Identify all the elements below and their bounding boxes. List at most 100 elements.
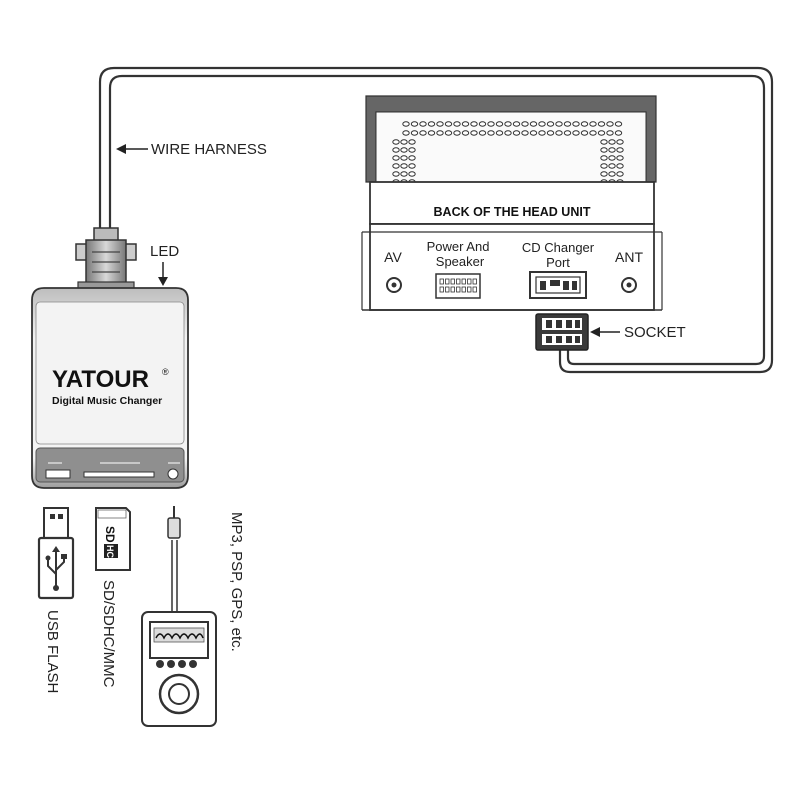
vent-hole (453, 130, 461, 136)
vent-hole (400, 147, 408, 153)
vent-hole (521, 130, 529, 136)
wire-harness-callout: WIRE HARNESS (116, 141, 267, 158)
connector-pin (445, 286, 450, 293)
vent-hole (436, 130, 444, 136)
vent-hole (614, 130, 623, 136)
vent-hole (608, 171, 616, 177)
vent-hole (597, 130, 606, 136)
yatour-device: YATOUR ® Digital Music Changer (31, 287, 189, 489)
sd-card: SD HC (95, 507, 131, 571)
vent-hole (400, 155, 408, 161)
vent-hole (563, 121, 572, 127)
players-label: MP3, PSP, GPS, etc. (228, 512, 245, 652)
led-arrowhead (158, 277, 168, 286)
vent-hole (580, 121, 589, 127)
vent-hole (529, 121, 538, 127)
connector-pin (461, 278, 466, 285)
head-unit: BACK OF THE HEAD UNIT AV Power And Speak… (361, 95, 663, 311)
vent-hole (538, 130, 546, 136)
socket-callout: SOCKET (590, 324, 686, 341)
vent-hole (608, 163, 616, 169)
vent-hole (572, 130, 580, 136)
vent-hole (392, 163, 400, 169)
wire-harness-label: WIRE HARNESS (151, 141, 267, 158)
vent-hole (616, 139, 624, 145)
vent-hole (600, 139, 608, 145)
vent-hole (408, 163, 416, 169)
vent-hole (614, 121, 623, 127)
connector-pin (456, 278, 461, 285)
vent-hole (606, 121, 614, 127)
device-brand: YATOUR (52, 366, 149, 393)
vent-hole (427, 130, 436, 136)
vent-hole (589, 121, 597, 127)
vent-hole (461, 130, 470, 136)
vent-hole (504, 121, 512, 127)
vent-hole (546, 121, 555, 127)
svg-text:SD: SD (103, 526, 117, 543)
vent-hole (606, 130, 614, 136)
vent-hole (580, 130, 589, 136)
vent-hole (616, 163, 624, 169)
vent-hole (512, 130, 521, 136)
vent-hole (410, 121, 419, 127)
vent-hole (410, 130, 419, 136)
vent-hole (444, 130, 453, 136)
vent-hole (600, 163, 608, 169)
led-callout: LED (150, 243, 179, 286)
wire-harness-arrowhead (116, 144, 126, 154)
connector-pin (456, 286, 461, 293)
vent-hole (512, 121, 521, 127)
socket-label: SOCKET (624, 324, 686, 341)
vent-hole (453, 121, 461, 127)
head-unit-title: BACK OF THE HEAD UNIT (434, 205, 591, 219)
vent-hole (444, 121, 453, 127)
vent-hole (563, 130, 572, 136)
vent-hole (546, 130, 555, 136)
aux-jack (167, 468, 179, 480)
vent-hole (589, 130, 597, 136)
vent-hole (427, 121, 436, 127)
vent-hole (478, 121, 487, 127)
power-speaker-label-line1: Power And (427, 239, 490, 254)
vent-hole (400, 139, 408, 145)
connector-pin (467, 286, 472, 293)
cd-changer-label-line1: CD Changer (522, 240, 595, 255)
vent-hole (529, 130, 538, 136)
vent-hole (616, 147, 624, 153)
vent-hole (461, 121, 470, 127)
connector-pin (439, 286, 444, 293)
harness-plug (75, 227, 137, 291)
vent-hole (600, 147, 608, 153)
vent-hole (408, 147, 416, 153)
connector-pin (450, 278, 455, 285)
vent-hole (392, 171, 400, 177)
power-speaker-connector (435, 273, 481, 299)
sd-card-slot (83, 471, 155, 478)
vent-hole (419, 121, 427, 127)
usb-port (45, 469, 71, 479)
vent-hole (402, 130, 410, 136)
sd-logo-icon: SD HC (103, 526, 118, 558)
vent-hole (400, 171, 408, 177)
vent-hole (616, 171, 624, 177)
connector-pin (445, 278, 450, 285)
connector-pin (450, 286, 455, 293)
led-label: LED (150, 243, 179, 260)
vent-hole (408, 171, 416, 177)
connector-pin (439, 278, 444, 285)
vent-hole (608, 139, 616, 145)
vent-hole (495, 130, 504, 136)
device-model: Digital Music Changer (52, 395, 162, 407)
vent-hole (608, 155, 616, 161)
connector-pin (461, 286, 466, 293)
mp3-player (141, 506, 217, 727)
power-speaker-label-line2: Speaker (436, 254, 485, 269)
cd-changer-port (529, 271, 587, 299)
vent-hole (400, 163, 408, 169)
vent-hole (478, 130, 487, 136)
vent-hole (600, 155, 608, 161)
vent-hole (436, 121, 444, 127)
vent-hole (600, 171, 608, 177)
